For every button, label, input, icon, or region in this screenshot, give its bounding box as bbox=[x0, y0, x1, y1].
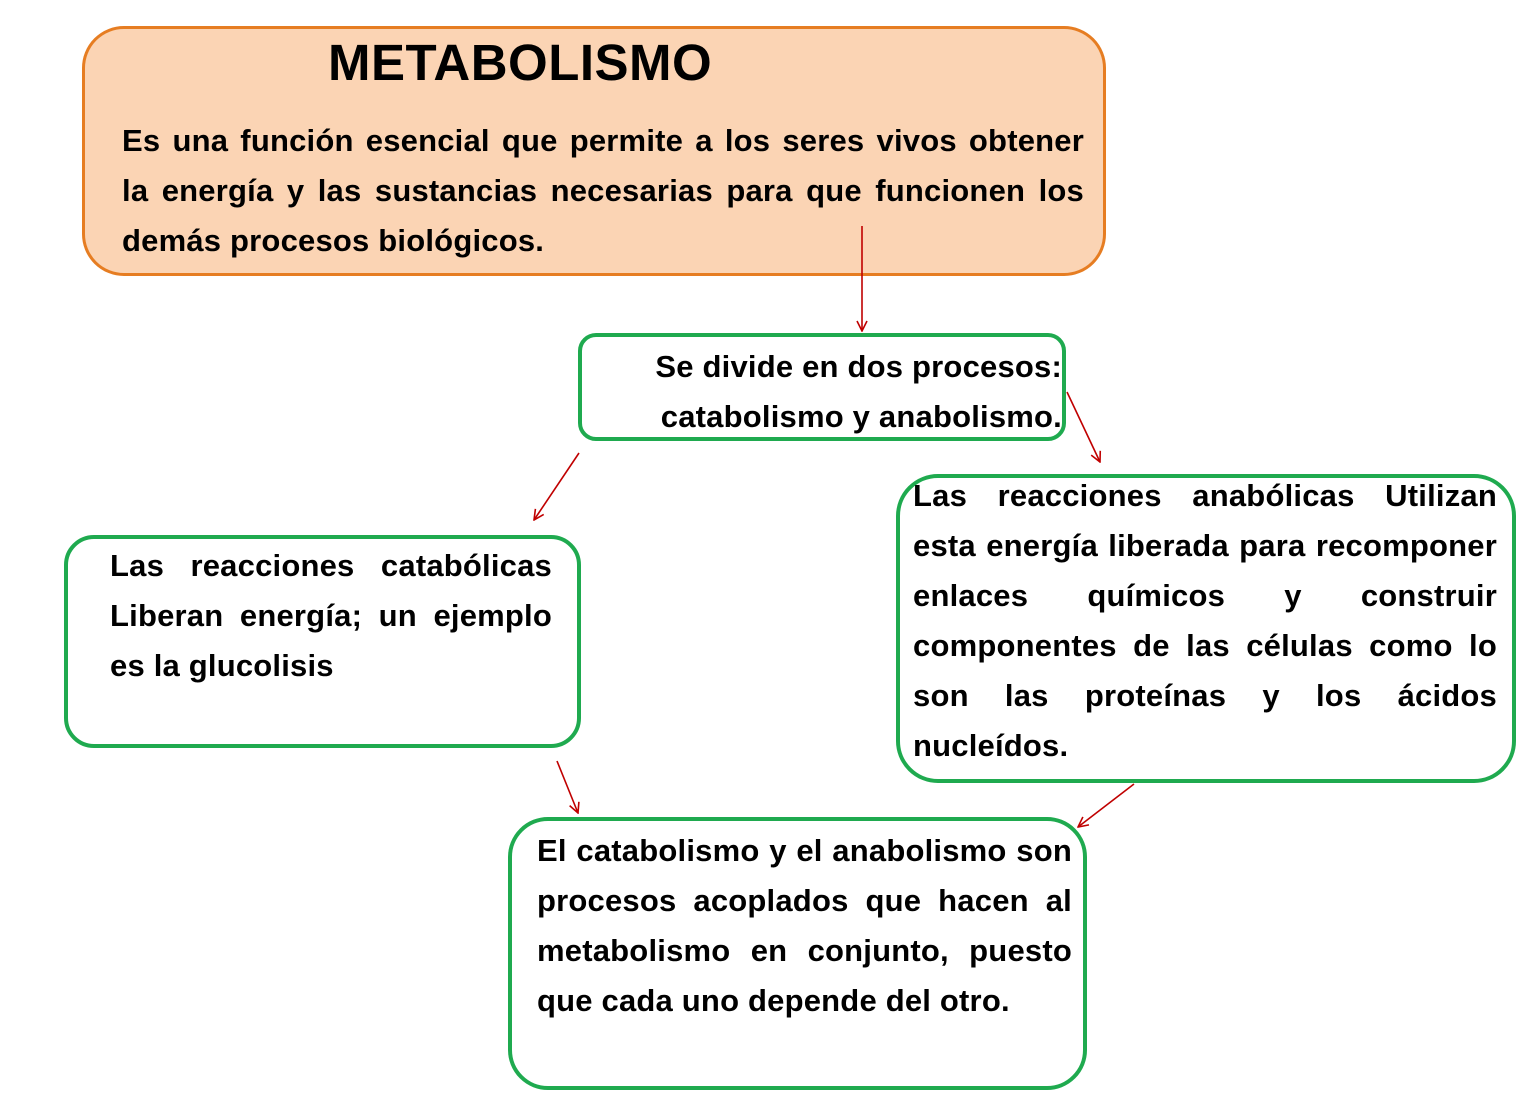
catabolic-text: Las reacciones catabólicas Liberan energ… bbox=[110, 548, 552, 683]
arrow-catabolic-to-coupled bbox=[556, 760, 578, 813]
division-box bbox=[578, 333, 1066, 441]
division-text-line-1: Se divide en dos procesos: bbox=[655, 349, 1062, 384]
division-text: Se divide en dos procesos: catabolismo y… bbox=[594, 342, 1062, 442]
diagram-title: METABOLISMO bbox=[328, 34, 713, 91]
metabolism-definition-text: Es una función esencial que permite a lo… bbox=[122, 123, 1084, 258]
division-text-line-2: catabolismo y anabolismo. bbox=[660, 399, 1062, 434]
arrow-division-to-anabolic bbox=[1066, 391, 1100, 462]
arrow-division-to-catabolic bbox=[534, 452, 580, 520]
anabolic-box bbox=[896, 474, 1516, 783]
anabolic-text: Las reacciones anabólicas Utilizan esta … bbox=[913, 478, 1497, 763]
coupled-processes-text: El catabolismo y el anabolismo son proce… bbox=[537, 833, 1072, 1018]
coupled-processes-box bbox=[508, 817, 1087, 1090]
catabolic-box bbox=[64, 535, 581, 748]
arrow-anabolic-to-coupled bbox=[1078, 783, 1135, 827]
metabolism-definition-box bbox=[82, 26, 1106, 276]
